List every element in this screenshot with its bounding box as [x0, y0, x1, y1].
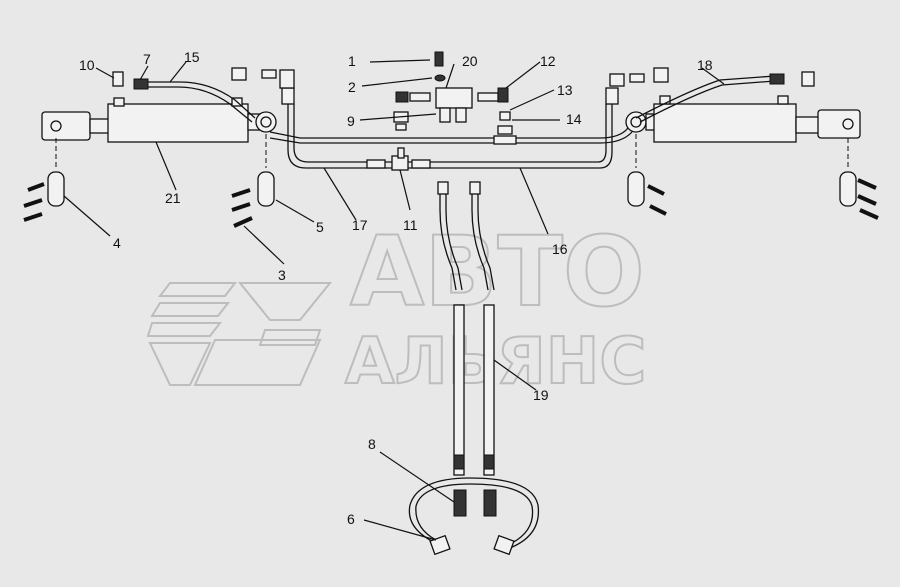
valve-block: [281, 87, 619, 171]
callout-8: 8: [368, 436, 376, 452]
vertical-hoses: [437, 181, 495, 476]
bottom-couplers: [408, 477, 540, 556]
callout-3: 3: [278, 267, 286, 283]
watermark-line2: АЛЬЯНС: [345, 325, 646, 399]
callout-6: 6: [347, 511, 355, 527]
top-fittings: [231, 51, 669, 89]
callout-2: 2: [348, 79, 356, 95]
callout-15: 15: [184, 49, 200, 65]
callout-11: 11: [403, 217, 418, 233]
callout-4: 4: [113, 235, 121, 251]
callout-9: 9: [347, 113, 355, 129]
callout-12: 12: [540, 53, 556, 69]
watermark-logo: [146, 282, 333, 386]
callout-labels: 1 2 3 4 5 6 7 8 9 10 11 12 13 14 15 16 1…: [79, 49, 713, 527]
callout-21: 21: [165, 190, 181, 206]
watermark-line1: АВТО: [350, 216, 645, 328]
callout-20: 20: [462, 53, 478, 69]
callout-17: 17: [352, 217, 368, 233]
main-pipe-loop: [269, 104, 633, 169]
callout-13: 13: [557, 82, 573, 98]
right-hydraulic-cylinder: [625, 95, 861, 143]
callout-7: 7: [143, 51, 151, 67]
callout-1: 1: [348, 53, 356, 69]
left-hydraulic-cylinder: [41, 97, 277, 143]
callout-19: 19: [533, 387, 549, 403]
pin-parts: [23, 171, 879, 228]
callout-16: 16: [552, 241, 568, 257]
callout-5: 5: [316, 219, 324, 235]
callout-18: 18: [697, 57, 713, 73]
leader-lines: [63, 59, 725, 541]
callout-10: 10: [79, 57, 95, 73]
callout-14: 14: [566, 111, 582, 127]
